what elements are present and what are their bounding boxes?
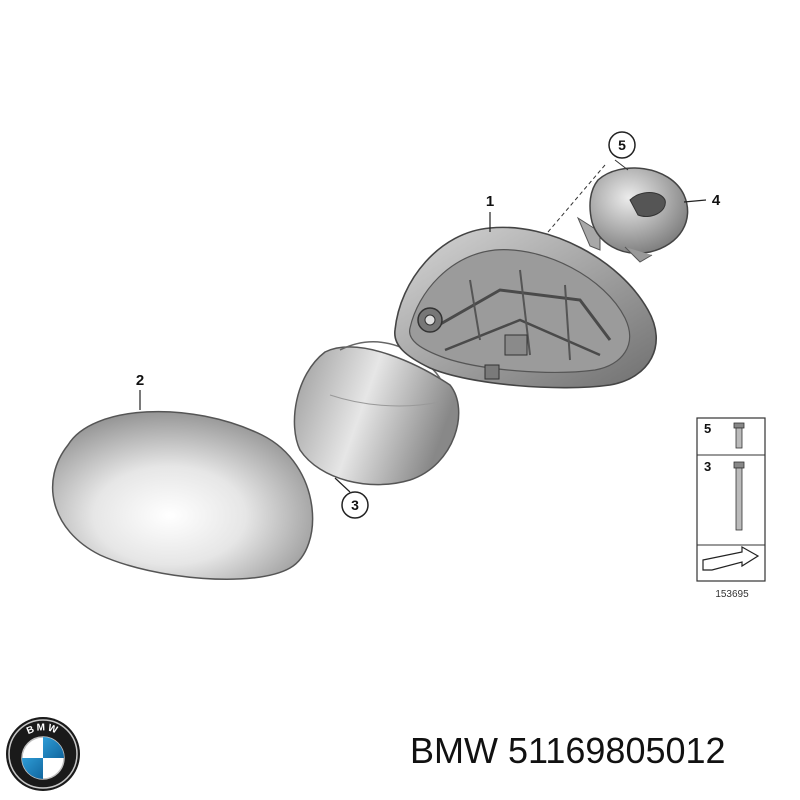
callout-3: 3 xyxy=(341,491,369,519)
fasteners-legend: 5 3 xyxy=(696,417,766,582)
svg-text:4: 4 xyxy=(712,192,721,209)
callout-leader-lines xyxy=(139,199,707,493)
svg-text:5: 5 xyxy=(704,421,711,436)
callout-5: 5 xyxy=(608,131,636,159)
callout-1: 1 xyxy=(486,193,494,210)
part-number: 51169805012 xyxy=(507,730,726,771)
legend-item-screw-3: 3 xyxy=(704,459,745,531)
svg-text:5: 5 xyxy=(618,137,626,153)
mirror-cap-part xyxy=(51,410,314,581)
diagram-number: 153695 xyxy=(715,589,749,600)
callout-4: 4 xyxy=(712,192,721,209)
svg-text:3: 3 xyxy=(704,459,711,474)
turn-signal-lamp-part xyxy=(576,167,689,263)
brand-name: BMW xyxy=(410,730,498,771)
legend-arrow-icon xyxy=(702,545,760,571)
bmw-logo: BMW xyxy=(6,717,80,791)
legend-item-screw-5: 5 xyxy=(704,421,745,449)
mirror-housing-part xyxy=(394,226,658,389)
assembly-guide-lines xyxy=(547,159,629,233)
callout-2: 2 xyxy=(136,372,144,389)
svg-text:1: 1 xyxy=(486,193,494,210)
svg-text:BMW: BMW xyxy=(25,722,61,737)
svg-text:3: 3 xyxy=(351,497,359,513)
mirror-base-part xyxy=(293,341,460,486)
svg-text:2: 2 xyxy=(136,372,144,389)
